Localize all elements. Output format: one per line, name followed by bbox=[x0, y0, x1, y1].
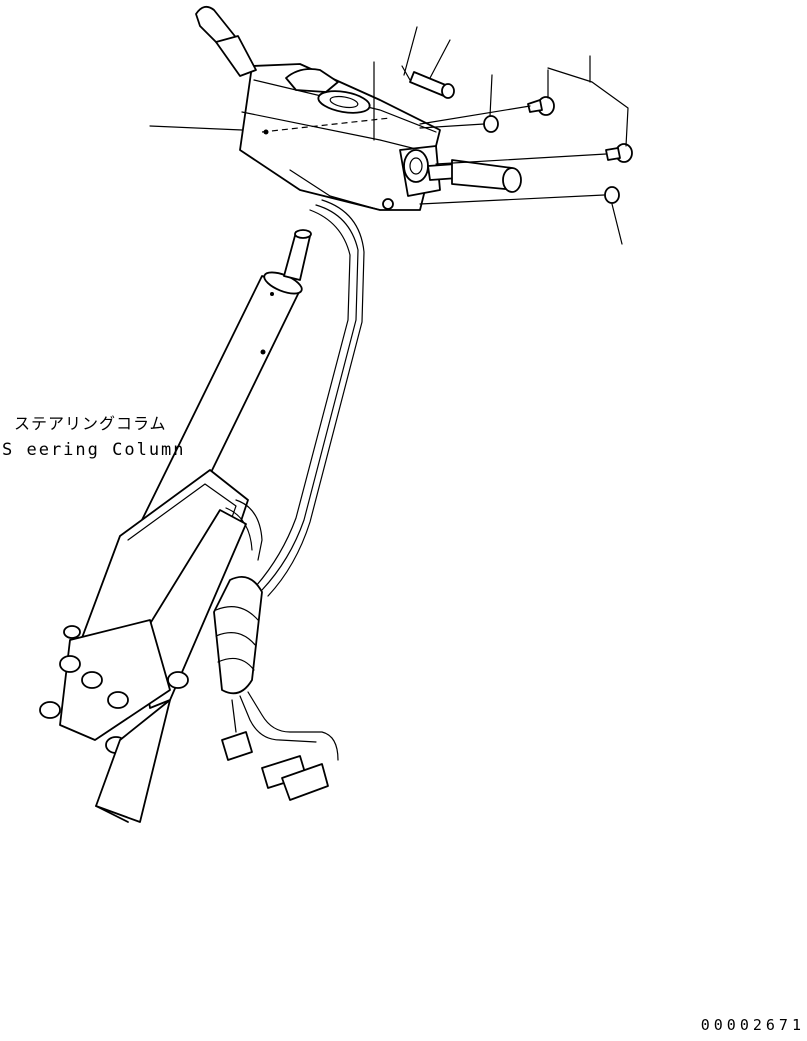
upper-shaft bbox=[283, 229, 312, 281]
right-switch-lever bbox=[427, 159, 522, 193]
drawing-number: 00002671 bbox=[700, 1016, 805, 1034]
component-label-english: S eering Column bbox=[2, 440, 186, 460]
combination-switch bbox=[239, 63, 441, 211]
leader-lines bbox=[149, 26, 629, 245]
component-label-japanese: ステアリングコラム bbox=[14, 414, 167, 433]
upper-switch-lever bbox=[195, 5, 257, 77]
harness-connectors bbox=[221, 731, 329, 801]
wiring-harness bbox=[213, 199, 365, 761]
mounting-bracket bbox=[39, 469, 249, 823]
fasteners bbox=[401, 65, 633, 204]
